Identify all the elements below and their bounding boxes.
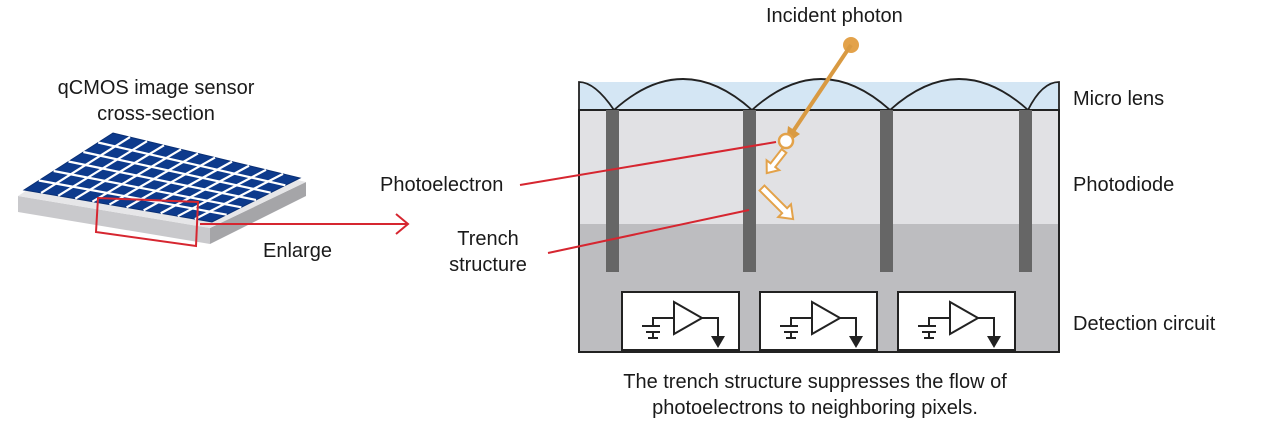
pixel-grid-row-line — [68, 160, 257, 202]
sensor-base-right — [210, 182, 306, 244]
detection-circuits — [621, 291, 1016, 351]
sensor-base-side — [18, 196, 210, 244]
output-arrow-icon — [849, 336, 863, 348]
output-arrow-icon — [711, 336, 725, 348]
caption: The trench structure suppresses the flow… — [555, 369, 1075, 421]
caption-line2: photoelectrons to neighboring pixels. — [652, 397, 978, 419]
photoelectron-pointer — [519, 141, 777, 186]
trench-4 — [1019, 110, 1032, 272]
detection-circuit-label: Detection circuit — [1073, 313, 1216, 335]
micro-lens-label: Micro lens — [1073, 88, 1165, 110]
trench-label-line1: Trench — [457, 228, 519, 250]
pixel-grid — [38, 136, 286, 221]
sensor-title-line1: qCMOS image sensor — [57, 77, 255, 99]
pixel-grid-row-line — [53, 169, 242, 209]
detection-circuit-2 — [759, 291, 878, 351]
amplifier-circuit-icon — [642, 300, 719, 339]
sensor-chip — [18, 132, 306, 248]
photoelectron-label: Photoelectron — [380, 174, 504, 196]
output-arrow-icon — [987, 336, 1001, 348]
enlarge-label: Enlarge — [263, 240, 332, 262]
photodiode-label: Photodiode — [1073, 174, 1175, 196]
enlarge-arrow — [200, 213, 410, 235]
trench-1 — [606, 110, 619, 272]
caption-line1: The trench structure suppresses the flow… — [623, 371, 1007, 393]
incident-photon-label: Incident photon — [766, 5, 903, 27]
photodiode-layer — [579, 110, 1059, 224]
trench-label: Trench structure — [428, 226, 548, 278]
trench-3 — [880, 110, 893, 272]
trench-pointer — [547, 209, 750, 254]
pixel-grid-row-line — [38, 179, 227, 216]
pixel-grid-row-line — [97, 141, 286, 187]
enlarge-box — [94, 196, 200, 248]
detection-circuit-3 — [897, 291, 1016, 351]
detection-circuit-1 — [621, 291, 740, 351]
sensor-title: qCMOS image sensor cross-section — [38, 75, 274, 127]
photon-path — [758, 37, 859, 221]
trench-label-line2: structure — [449, 254, 527, 276]
sensor-title-line2: cross-section — [97, 103, 215, 125]
trench-2 — [743, 110, 756, 272]
pixel-grid-row-line — [83, 150, 271, 194]
amplifier-circuit-icon — [780, 300, 857, 339]
cross-section — [578, 78, 1060, 353]
electron-arrow-2 — [758, 184, 795, 221]
photoelectron-circle-icon — [777, 132, 795, 150]
electron-arrow-1 — [765, 147, 788, 175]
amplifier-circuit-icon — [918, 300, 995, 339]
